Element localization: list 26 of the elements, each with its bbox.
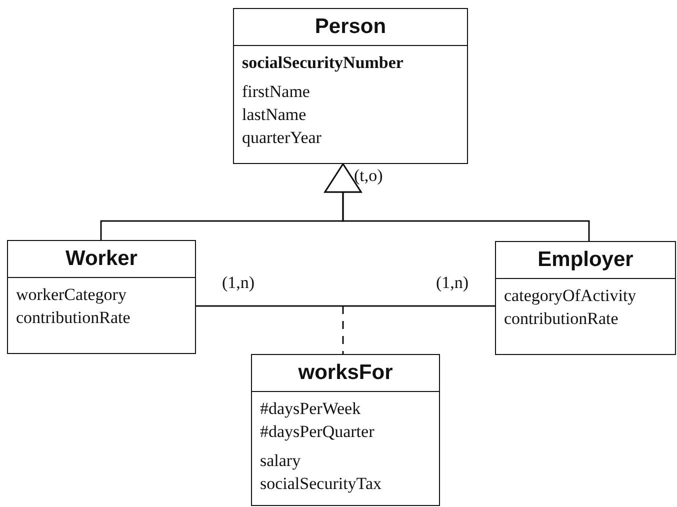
attribute-text: firstName <box>242 82 310 101</box>
multiplicity-label: (1,n) <box>436 273 469 293</box>
attribute-text: contributionRate <box>16 308 130 327</box>
class-name: Employer <box>496 242 675 279</box>
attribute-text: lastName <box>242 105 306 124</box>
class-box <box>7 240 196 354</box>
attribute-text: quarterYear <box>242 128 322 147</box>
class-box <box>495 241 676 355</box>
multiplicity-label: (1,n) <box>222 273 255 293</box>
class-name: Person <box>234 9 467 46</box>
attribute-text: socialSecurityTax <box>260 474 382 493</box>
constraint-label: (t,o) <box>354 166 383 186</box>
association-line <box>196 305 495 307</box>
attribute-text: salary <box>260 451 301 470</box>
attribute-text: #daysPerQuarter <box>260 422 374 441</box>
attribute-text: categoryOfActivity <box>504 286 636 305</box>
attribute-text: workerCategory <box>16 285 126 304</box>
class-name: worksFor <box>252 355 439 392</box>
attribute-text: contributionRate <box>504 309 618 328</box>
association-class-link <box>342 306 344 354</box>
attribute-text: #daysPerWeek <box>260 399 361 418</box>
attribute-text: socialSecurityNumber <box>242 53 404 72</box>
class-name: Worker <box>8 241 195 278</box>
generalization-arrow <box>324 163 590 241</box>
class-box <box>251 354 440 506</box>
class-box <box>233 8 468 164</box>
